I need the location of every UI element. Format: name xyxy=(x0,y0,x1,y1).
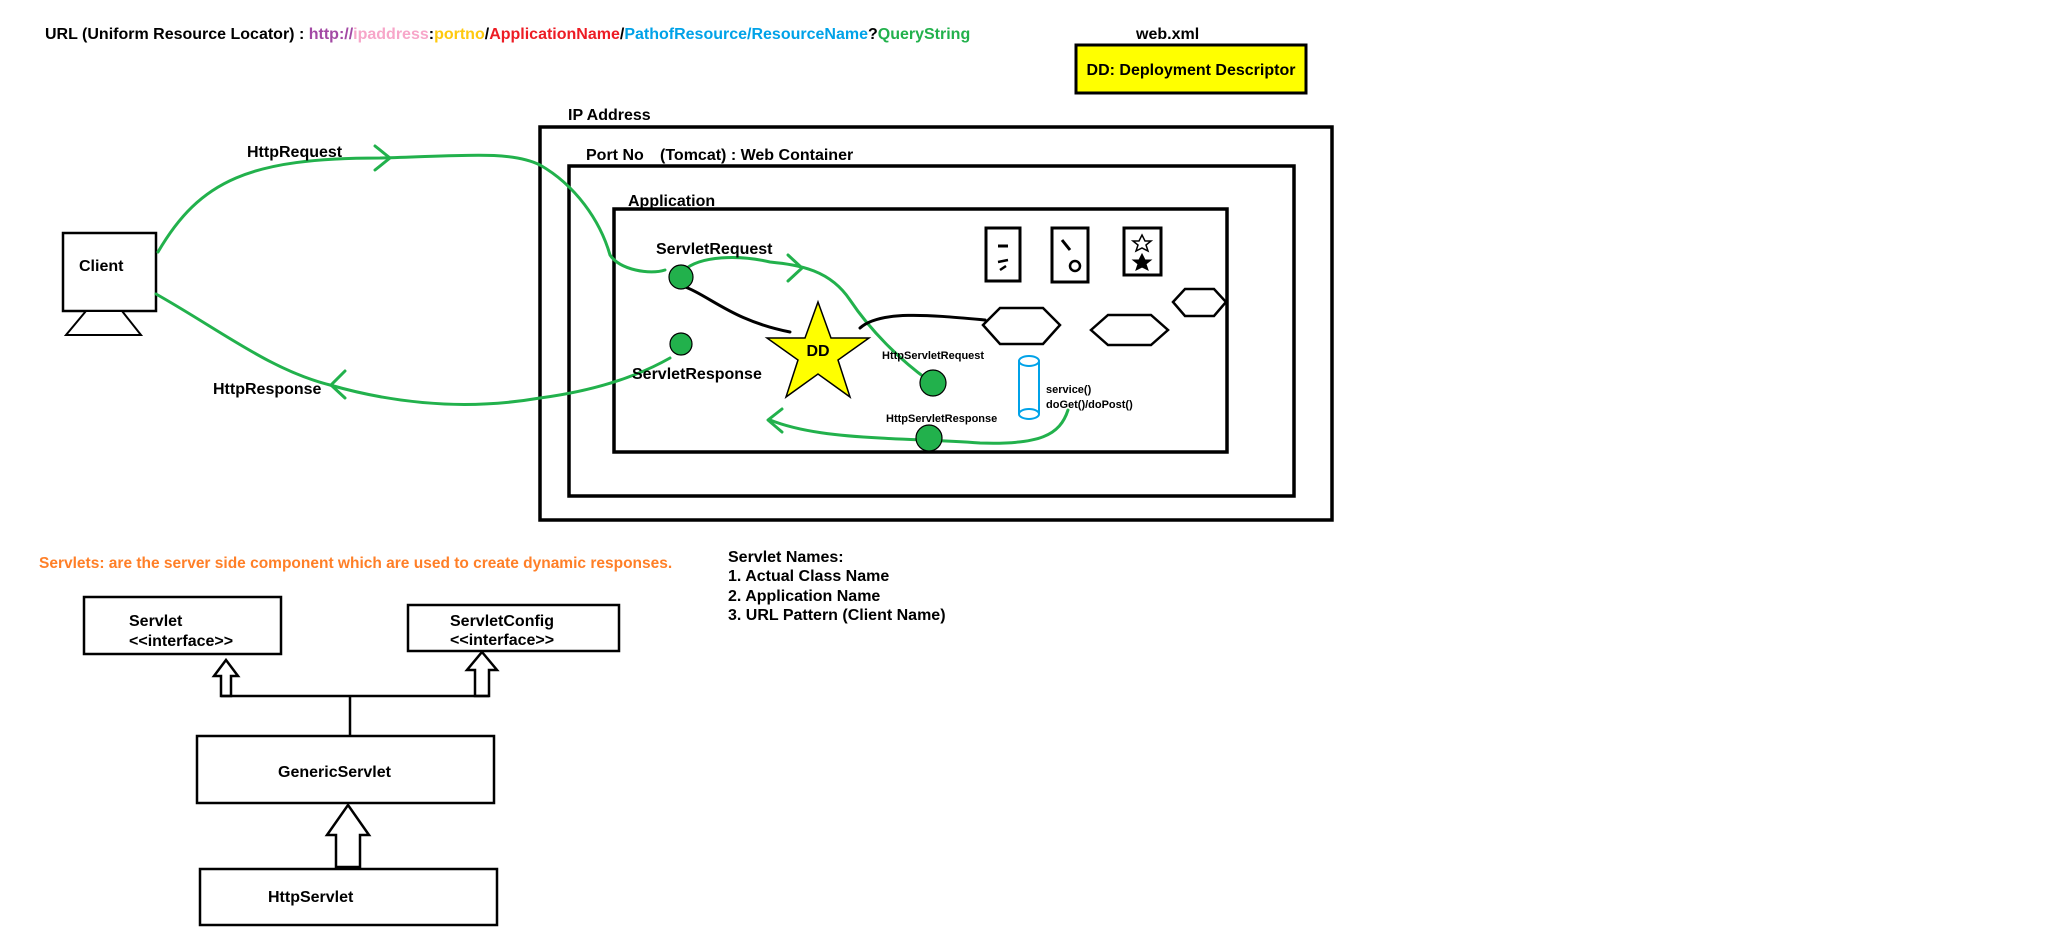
servlet-request-path xyxy=(681,256,930,382)
http-request-path xyxy=(156,153,667,274)
deployment-descriptor-box xyxy=(1074,43,1308,95)
servlet-config-inheritance-arrow xyxy=(464,650,500,698)
resource-star-filled xyxy=(1131,252,1153,271)
ip-address-label: IP Address xyxy=(568,107,651,124)
servlet-config-interface-name: ServletConfig xyxy=(450,613,554,630)
servlet-names-item-2: 2. Application Name xyxy=(728,588,880,605)
resource-document-mark-2 xyxy=(997,258,1009,272)
dd-to-servlet-connector xyxy=(858,313,987,330)
http-response-arrowhead xyxy=(329,369,347,400)
resource-document-icon xyxy=(984,226,1022,283)
servlet-interface-box xyxy=(82,595,283,656)
servlet-hexagon-2 xyxy=(1089,313,1170,347)
servlet-request-label: ServletRequest xyxy=(656,241,773,258)
http-request-arrowhead xyxy=(373,144,392,172)
dd-star-label: DD xyxy=(806,343,829,360)
url-part-9: QueryString xyxy=(878,26,970,43)
servlet-response-label: ServletResponse xyxy=(632,366,762,383)
url-part-4: / xyxy=(485,26,490,43)
webxml-title: web.xml xyxy=(1135,26,1199,43)
http-servlet-inheritance-arrow xyxy=(324,802,372,869)
http-servlet-request-label: HttpServletRequest xyxy=(882,350,984,362)
application-label: Application xyxy=(628,193,715,210)
http-servlet-box xyxy=(198,867,499,927)
client-label: Client xyxy=(79,258,124,275)
application-box xyxy=(612,207,1229,454)
url-part-1: ipaddress xyxy=(353,26,429,43)
servlet-interface-stereotype: <<interface>> xyxy=(129,633,233,650)
servlet-config-interface-box xyxy=(406,603,621,653)
ip-address-box xyxy=(538,125,1334,522)
http-response-path xyxy=(154,292,672,406)
service-cylinder-bottom xyxy=(1018,408,1040,420)
servlet-config-interface-stereotype: <<interface>> xyxy=(450,632,554,649)
servlet-interface-name: Servlet xyxy=(129,613,183,630)
generic-servlet-label: GenericServlet xyxy=(278,764,392,781)
servlets-definition-note: Servlets: are the server side component … xyxy=(39,555,672,572)
servlet-inheritance-arrow xyxy=(211,657,241,698)
dd-star xyxy=(764,299,872,399)
url-prefix: URL (Uniform Resource Locator) : xyxy=(45,26,309,43)
url-part-8: ? xyxy=(868,26,878,43)
servlet-request-node xyxy=(668,264,694,290)
servlet-response-node xyxy=(669,332,693,356)
resource-image-icon xyxy=(1050,226,1090,284)
port-no-label: Port No xyxy=(586,147,644,164)
url-part-0: http:// xyxy=(309,26,354,43)
url-line: URL (Uniform Resource Locator) : http://… xyxy=(45,26,970,43)
resource-star-outline xyxy=(1130,233,1154,253)
servlet-names-item-3: 3. URL Pattern (Client Name) xyxy=(728,607,946,624)
servlet-request-arrowhead xyxy=(786,253,804,283)
url-part-5: ApplicationName xyxy=(489,26,620,43)
servlet-hexagon-3 xyxy=(1171,287,1228,318)
web-container-box xyxy=(567,164,1296,498)
url-part-3: portno xyxy=(434,26,485,43)
generic-servlet-box xyxy=(195,734,496,805)
servlet-names-item-1: 1. Actual Class Name xyxy=(728,568,889,585)
servlet-names-title: Servlet Names: xyxy=(728,549,844,566)
url-part-2: : xyxy=(429,26,434,43)
url-part-7: PathofResource/ResourceName xyxy=(624,26,868,43)
service-cylinder-top xyxy=(1018,355,1040,367)
client-monitor-stand xyxy=(63,310,144,336)
http-servlet-response-node xyxy=(915,424,943,452)
doget-dopost-method-label: doGet()/doPost() xyxy=(1046,399,1133,411)
request-to-dd-connector xyxy=(678,283,792,334)
http-servlet-response-label: HttpServletResponse xyxy=(886,413,997,425)
http-request-label: HttpRequest xyxy=(247,144,343,161)
web-container-label: (Tomcat) : Web Container xyxy=(660,147,853,164)
http-servlet-label: HttpServlet xyxy=(268,889,354,906)
resource-image-circle xyxy=(1068,259,1082,273)
servlet-hexagon-1 xyxy=(981,306,1062,346)
http-response-label: HttpResponse xyxy=(213,381,322,398)
deployment-descriptor-label: DD: Deployment Descriptor xyxy=(1087,62,1296,79)
url-part-6: / xyxy=(620,26,625,43)
resource-image-mark xyxy=(1060,239,1072,251)
service-method-label: service() xyxy=(1046,384,1092,396)
servlet-response-arrowhead xyxy=(766,407,784,434)
url-parts: http://ipaddress:portno/ApplicationName/… xyxy=(309,26,970,43)
http-servlet-request-node xyxy=(919,369,947,397)
